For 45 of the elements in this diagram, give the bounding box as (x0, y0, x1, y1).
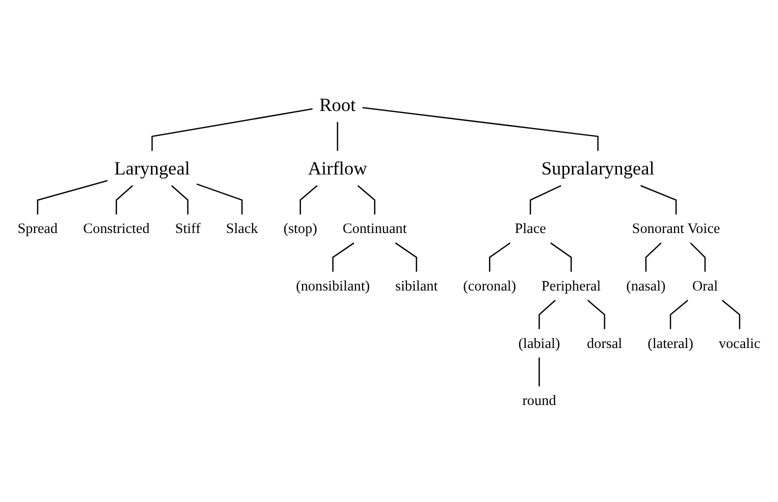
connector (116, 185, 133, 214)
connector (395, 242, 418, 272)
node-text: dorsal (586, 335, 622, 352)
node-text: sibilant (395, 278, 438, 294)
connector (538, 358, 540, 386)
node-text: Oral (692, 278, 718, 294)
connector (587, 300, 606, 330)
node-text: Place (514, 220, 546, 237)
node-text: (stop) (283, 220, 318, 237)
node-text: vocalic (718, 335, 760, 352)
node-text: (lateral) (648, 335, 694, 352)
node-text: Supralaryngeal (541, 158, 654, 179)
connector (722, 300, 740, 330)
node-text: Sonorant Voice (632, 220, 720, 237)
node-text: Laryngeal (114, 158, 190, 179)
node-text: Continuant (342, 220, 407, 237)
node-text: Stiff (175, 220, 201, 237)
connector (196, 183, 243, 214)
connector (36, 180, 108, 214)
node-text: Peripheral (542, 278, 601, 294)
connector (336, 122, 338, 151)
connector (550, 242, 572, 272)
connector (357, 185, 376, 214)
node-text: Constricted (83, 220, 150, 237)
node-text: (coronal) (463, 278, 516, 294)
connector (488, 242, 511, 272)
node-text: (nonsibilant) (296, 278, 370, 294)
connector (640, 185, 677, 214)
node-text: (labial) (518, 335, 560, 352)
connector (690, 242, 706, 272)
connector (530, 185, 562, 214)
connector (300, 185, 318, 214)
connector (332, 242, 354, 272)
node-text: Root (319, 94, 356, 116)
connector (670, 300, 688, 330)
connector (645, 242, 662, 272)
connector (362, 107, 599, 151)
connector (171, 185, 188, 214)
connector (151, 108, 313, 151)
connector (538, 300, 556, 330)
node-text: (nasal) (626, 278, 666, 294)
node-text: Slack (226, 220, 258, 237)
node-text: Spread (18, 220, 58, 237)
node-text: round (522, 392, 556, 408)
node-text: Airflow (308, 158, 368, 179)
